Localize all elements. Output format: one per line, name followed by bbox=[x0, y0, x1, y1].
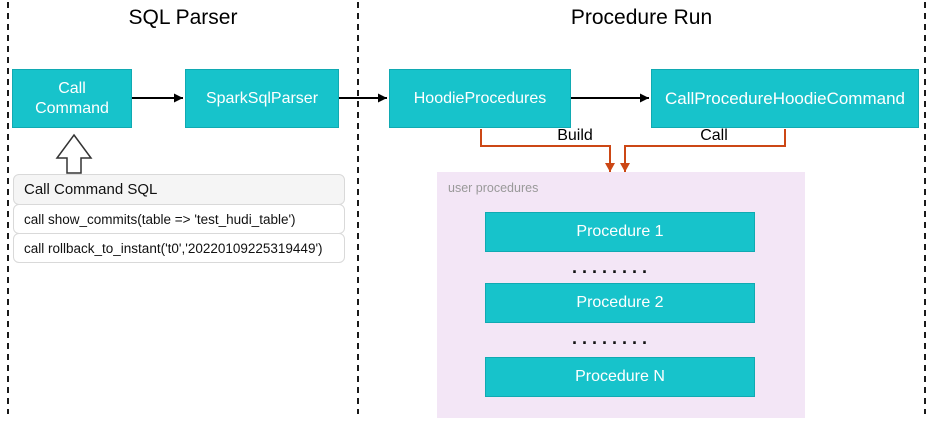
ellipsis-dots-2: ........ bbox=[571, 328, 652, 348]
sql-table-header: Call Command SQL bbox=[13, 174, 345, 205]
sql-table-row-show-commits: call show_commits(table => 'test_hudi_ta… bbox=[13, 204, 345, 234]
user-procedures-panel: user procedures Procedure 1 ........ Pro… bbox=[437, 172, 805, 418]
ellipsis-dots-1: ........ bbox=[571, 257, 652, 277]
hollow-up-arrow-icon bbox=[55, 133, 93, 174]
node-procedure-2: Procedure 2 bbox=[485, 283, 755, 323]
sql-table-row-rollback: call rollback_to_instant('t0','202201092… bbox=[13, 233, 345, 263]
node-call-procedure-hoodie-command: CallProcedureHoodieCommand bbox=[651, 69, 919, 128]
sql-parser-section-title: SQL Parser bbox=[128, 6, 238, 29]
node-spark-sql-parser: SparkSqlParser bbox=[185, 69, 339, 128]
node-procedure-1: Procedure 1 bbox=[485, 212, 755, 252]
edge-label-build: Build bbox=[557, 127, 593, 144]
node-hoodie-procedures: HoodieProcedures bbox=[389, 69, 571, 128]
procedure-run-section-title: Procedure Run bbox=[570, 6, 713, 29]
node-call-command: Call Command bbox=[12, 69, 132, 128]
edge-label-call: Call bbox=[700, 127, 728, 144]
user-procedures-label: user procedures bbox=[448, 181, 539, 195]
node-procedure-n: Procedure N bbox=[485, 357, 755, 397]
call-command-sql-table: Call Command SQL call show_commits(table… bbox=[13, 174, 345, 263]
